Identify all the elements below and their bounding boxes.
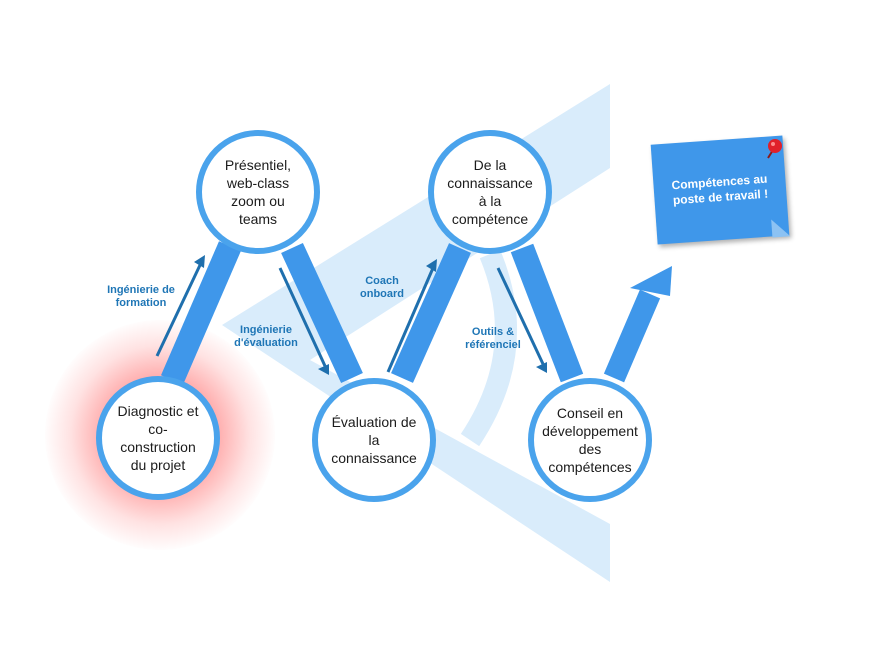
connector-connaissance-conseil (510, 243, 584, 383)
outgoing-arrow-head (630, 266, 672, 296)
node-label: De la connaissance à la compétence (447, 157, 533, 227)
connector-diagnostic-presentiel (160, 241, 242, 385)
small-arrow-coach (386, 267, 435, 373)
node-label: Évaluation de la connaissance (331, 414, 417, 466)
node-label: Présentiel, web-class zoom ou teams (224, 157, 292, 227)
label-ingenierie-evaluation: Ingénierie d'évaluation (234, 324, 298, 349)
node-label: Diagnostic et co-construction du projet (117, 403, 199, 473)
connector-presentiel-evaluation (281, 242, 363, 384)
label-ingenierie-formation: Ingénierie de formation (107, 284, 175, 309)
small-arrow-outils-head (536, 362, 547, 373)
sticky-note-fold (771, 218, 791, 238)
node-presentiel: Présentiel, web-class zoom ou teams (196, 130, 320, 254)
outgoing-arrow-shaft (603, 289, 661, 383)
small-arrow-coach-head (426, 259, 437, 272)
small-arrow-formation-head (194, 255, 205, 268)
node-connaissance: De la connaissance à la compétence (428, 130, 552, 254)
node-conseil: Conseil en développement des compétences (528, 378, 652, 502)
node-diagnostic: Diagnostic et co-construction du projet (96, 376, 220, 500)
label-coach-onboard: Coach onboard (360, 275, 404, 300)
node-label: Conseil en développement des compétences (542, 405, 638, 475)
small-arrow-formation (155, 262, 203, 357)
pushpin-icon (767, 139, 782, 159)
small-arrow-outils (496, 267, 545, 365)
pale-arc-shape (460, 249, 517, 447)
small-arrow-evaluation-head (318, 364, 329, 375)
small-arrow-evaluation (278, 267, 327, 367)
connector-evaluation-connaissance (391, 243, 471, 383)
node-evaluation: Évaluation de la connaissance (312, 378, 436, 502)
label-outils-referenciel: Outils & référenciel (465, 326, 521, 351)
sticky-note-text: Compétences au poste de travail ! (671, 171, 769, 208)
